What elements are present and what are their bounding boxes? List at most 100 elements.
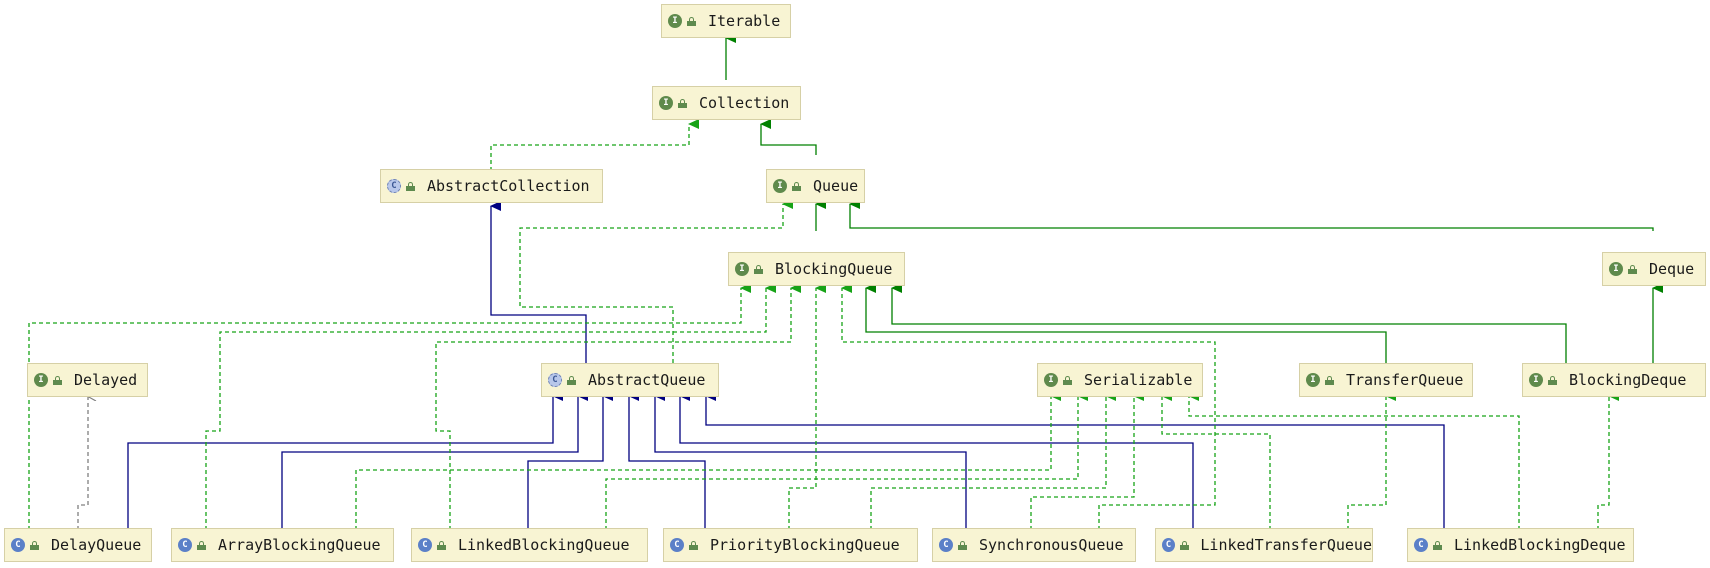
interface-icon: I bbox=[773, 179, 787, 193]
dependency-edges bbox=[77, 396, 88, 530]
node-label: Deque bbox=[1649, 260, 1695, 278]
interface-icon: I bbox=[659, 96, 673, 110]
public-lock-icon bbox=[687, 17, 696, 26]
node-label: LinkedBlockingDeque bbox=[1454, 536, 1626, 554]
node-label: ArrayBlockingQueue bbox=[218, 536, 381, 554]
node-array-blocking-queue[interactable]: C ArrayBlockingQueue bbox=[171, 528, 394, 562]
node-blocking-queue[interactable]: I BlockingQueue bbox=[728, 252, 905, 286]
edge-synchronousqueue-to-blockingqueue bbox=[841, 283, 1216, 530]
class-icon: C bbox=[178, 538, 192, 552]
abstract-class-icon: C bbox=[548, 373, 562, 387]
edge-deque-to-queue bbox=[849, 199, 1654, 231]
node-label: BlockingQueue bbox=[775, 260, 893, 278]
public-lock-icon bbox=[53, 376, 62, 385]
public-lock-icon bbox=[1180, 541, 1190, 550]
node-collection[interactable]: I Collection bbox=[652, 86, 801, 120]
node-label: TransferQueue bbox=[1346, 371, 1464, 389]
node-delayed[interactable]: I Delayed bbox=[27, 363, 148, 397]
public-lock-icon bbox=[567, 376, 576, 385]
class-icon: C bbox=[939, 538, 953, 552]
public-lock-icon bbox=[958, 541, 967, 550]
public-lock-icon bbox=[1433, 541, 1442, 550]
public-lock-icon bbox=[792, 182, 801, 191]
node-label: DelayQueue bbox=[51, 536, 142, 554]
node-linked-transfer-queue[interactable]: C LinkedTransferQueue bbox=[1155, 528, 1373, 562]
public-lock-icon bbox=[1063, 376, 1072, 385]
edge-linkedtransferqueue-to-abstractqueue bbox=[679, 391, 1194, 530]
edge-abstractcollection-to-collection bbox=[490, 119, 699, 171]
edge-linkedblockingqueue-to-blockingqueue bbox=[435, 283, 801, 530]
edge-linkedblockingdeque-to-blockingdeque bbox=[1597, 391, 1619, 530]
node-abstract-collection[interactable]: C AbstractCollection bbox=[380, 169, 603, 203]
interface-icon: I bbox=[1529, 373, 1543, 387]
abstract-class-icon: C bbox=[387, 179, 401, 193]
interface-icon: I bbox=[1609, 262, 1623, 276]
interface-icon: I bbox=[735, 262, 749, 276]
edge-linkedtransferqueue-to-transferqueue bbox=[1347, 391, 1396, 530]
node-label: AbstractQueue bbox=[588, 371, 706, 389]
node-blocking-deque[interactable]: I BlockingDeque bbox=[1522, 363, 1706, 397]
node-label: Collection bbox=[699, 94, 790, 112]
edge-delayqueue-to-abstractqueue bbox=[127, 391, 563, 530]
node-label: Iterable bbox=[708, 12, 781, 30]
node-serializable[interactable]: I Serializable bbox=[1037, 363, 1203, 397]
public-lock-icon bbox=[689, 541, 698, 550]
node-transfer-queue[interactable]: I TransferQueue bbox=[1299, 363, 1473, 397]
edge-blockingdeque-to-blockingqueue bbox=[891, 283, 1567, 363]
interface-extends-edges bbox=[725, 33, 1663, 363]
node-label: LinkedTransferQueue bbox=[1200, 536, 1372, 554]
node-abstract-queue[interactable]: C AbstractQueue bbox=[541, 363, 719, 397]
edge-arrayblockingqueue-to-serializable bbox=[355, 391, 1061, 530]
edge-delayqueue-to-delayed bbox=[77, 396, 88, 530]
node-deque[interactable]: I Deque bbox=[1602, 252, 1706, 286]
edge-abstractqueue-to-queue bbox=[519, 199, 793, 363]
node-label: Serializable bbox=[1084, 371, 1193, 389]
public-lock-icon bbox=[754, 265, 763, 274]
node-label: Queue bbox=[813, 177, 859, 195]
edge-synchronousqueue-to-abstractqueue bbox=[654, 391, 967, 530]
edge-arrayblockingqueue-to-abstractqueue bbox=[281, 391, 588, 530]
class-icon: C bbox=[418, 538, 432, 552]
edge-abstractqueue-to-abstractcollection bbox=[490, 201, 587, 363]
edge-priorityblockingqueue-to-abstractqueue bbox=[628, 391, 706, 530]
edge-arrayblockingqueue-to-blockingqueue bbox=[205, 283, 776, 530]
public-lock-icon bbox=[1325, 376, 1334, 385]
public-lock-icon bbox=[678, 99, 687, 108]
public-lock-icon bbox=[406, 182, 415, 191]
edge-linkedblockingqueue-to-abstractqueue bbox=[527, 391, 613, 530]
interface-icon: I bbox=[1306, 373, 1320, 387]
node-label: AbstractCollection bbox=[427, 177, 590, 195]
node-queue[interactable]: I Queue bbox=[766, 169, 865, 203]
interface-icon: I bbox=[668, 14, 682, 28]
edge-transferqueue-to-blockingqueue bbox=[865, 283, 1387, 363]
edge-linkedblockingqueue-to-serializable bbox=[605, 391, 1088, 530]
class-icon: C bbox=[670, 538, 684, 552]
public-lock-icon bbox=[1548, 376, 1557, 385]
class-icon: C bbox=[11, 538, 25, 552]
interface-icon: I bbox=[34, 373, 48, 387]
interface-icon: I bbox=[1044, 373, 1058, 387]
public-lock-icon bbox=[30, 541, 39, 550]
edge-linkedblockingdeque-to-abstractqueue bbox=[705, 391, 1445, 530]
node-label: LinkedBlockingQueue bbox=[458, 536, 630, 554]
edge-priorityblockingqueue-to-blockingqueue bbox=[788, 283, 826, 530]
implements-edges bbox=[28, 119, 1619, 530]
edge-delayqueue-to-blockingqueue bbox=[28, 283, 751, 530]
edge-priorityblockingqueue-to-serializable bbox=[870, 391, 1116, 530]
node-label: BlockingDeque bbox=[1569, 371, 1687, 389]
public-lock-icon bbox=[437, 541, 446, 550]
node-priority-blocking-queue[interactable]: C PriorityBlockingQueue bbox=[663, 528, 918, 562]
node-label: PriorityBlockingQueue bbox=[710, 536, 900, 554]
node-synchronous-queue[interactable]: C SynchronousQueue bbox=[932, 528, 1136, 562]
edge-linkedtransferqueue-to-serializable bbox=[1161, 391, 1271, 530]
node-delay-queue[interactable]: C DelayQueue bbox=[4, 528, 152, 562]
node-iterable[interactable]: I Iterable bbox=[661, 4, 791, 38]
class-icon: C bbox=[1162, 538, 1176, 552]
node-linked-blocking-queue[interactable]: C LinkedBlockingQueue bbox=[411, 528, 648, 562]
class-extends-edges bbox=[127, 201, 1445, 530]
edge-linkedblockingdeque-to-serializable bbox=[1188, 391, 1520, 530]
edge-synchronousqueue-to-serializable bbox=[1030, 391, 1144, 530]
node-label: Delayed bbox=[74, 371, 138, 389]
node-linked-blocking-deque[interactable]: C LinkedBlockingDeque bbox=[1407, 528, 1634, 562]
